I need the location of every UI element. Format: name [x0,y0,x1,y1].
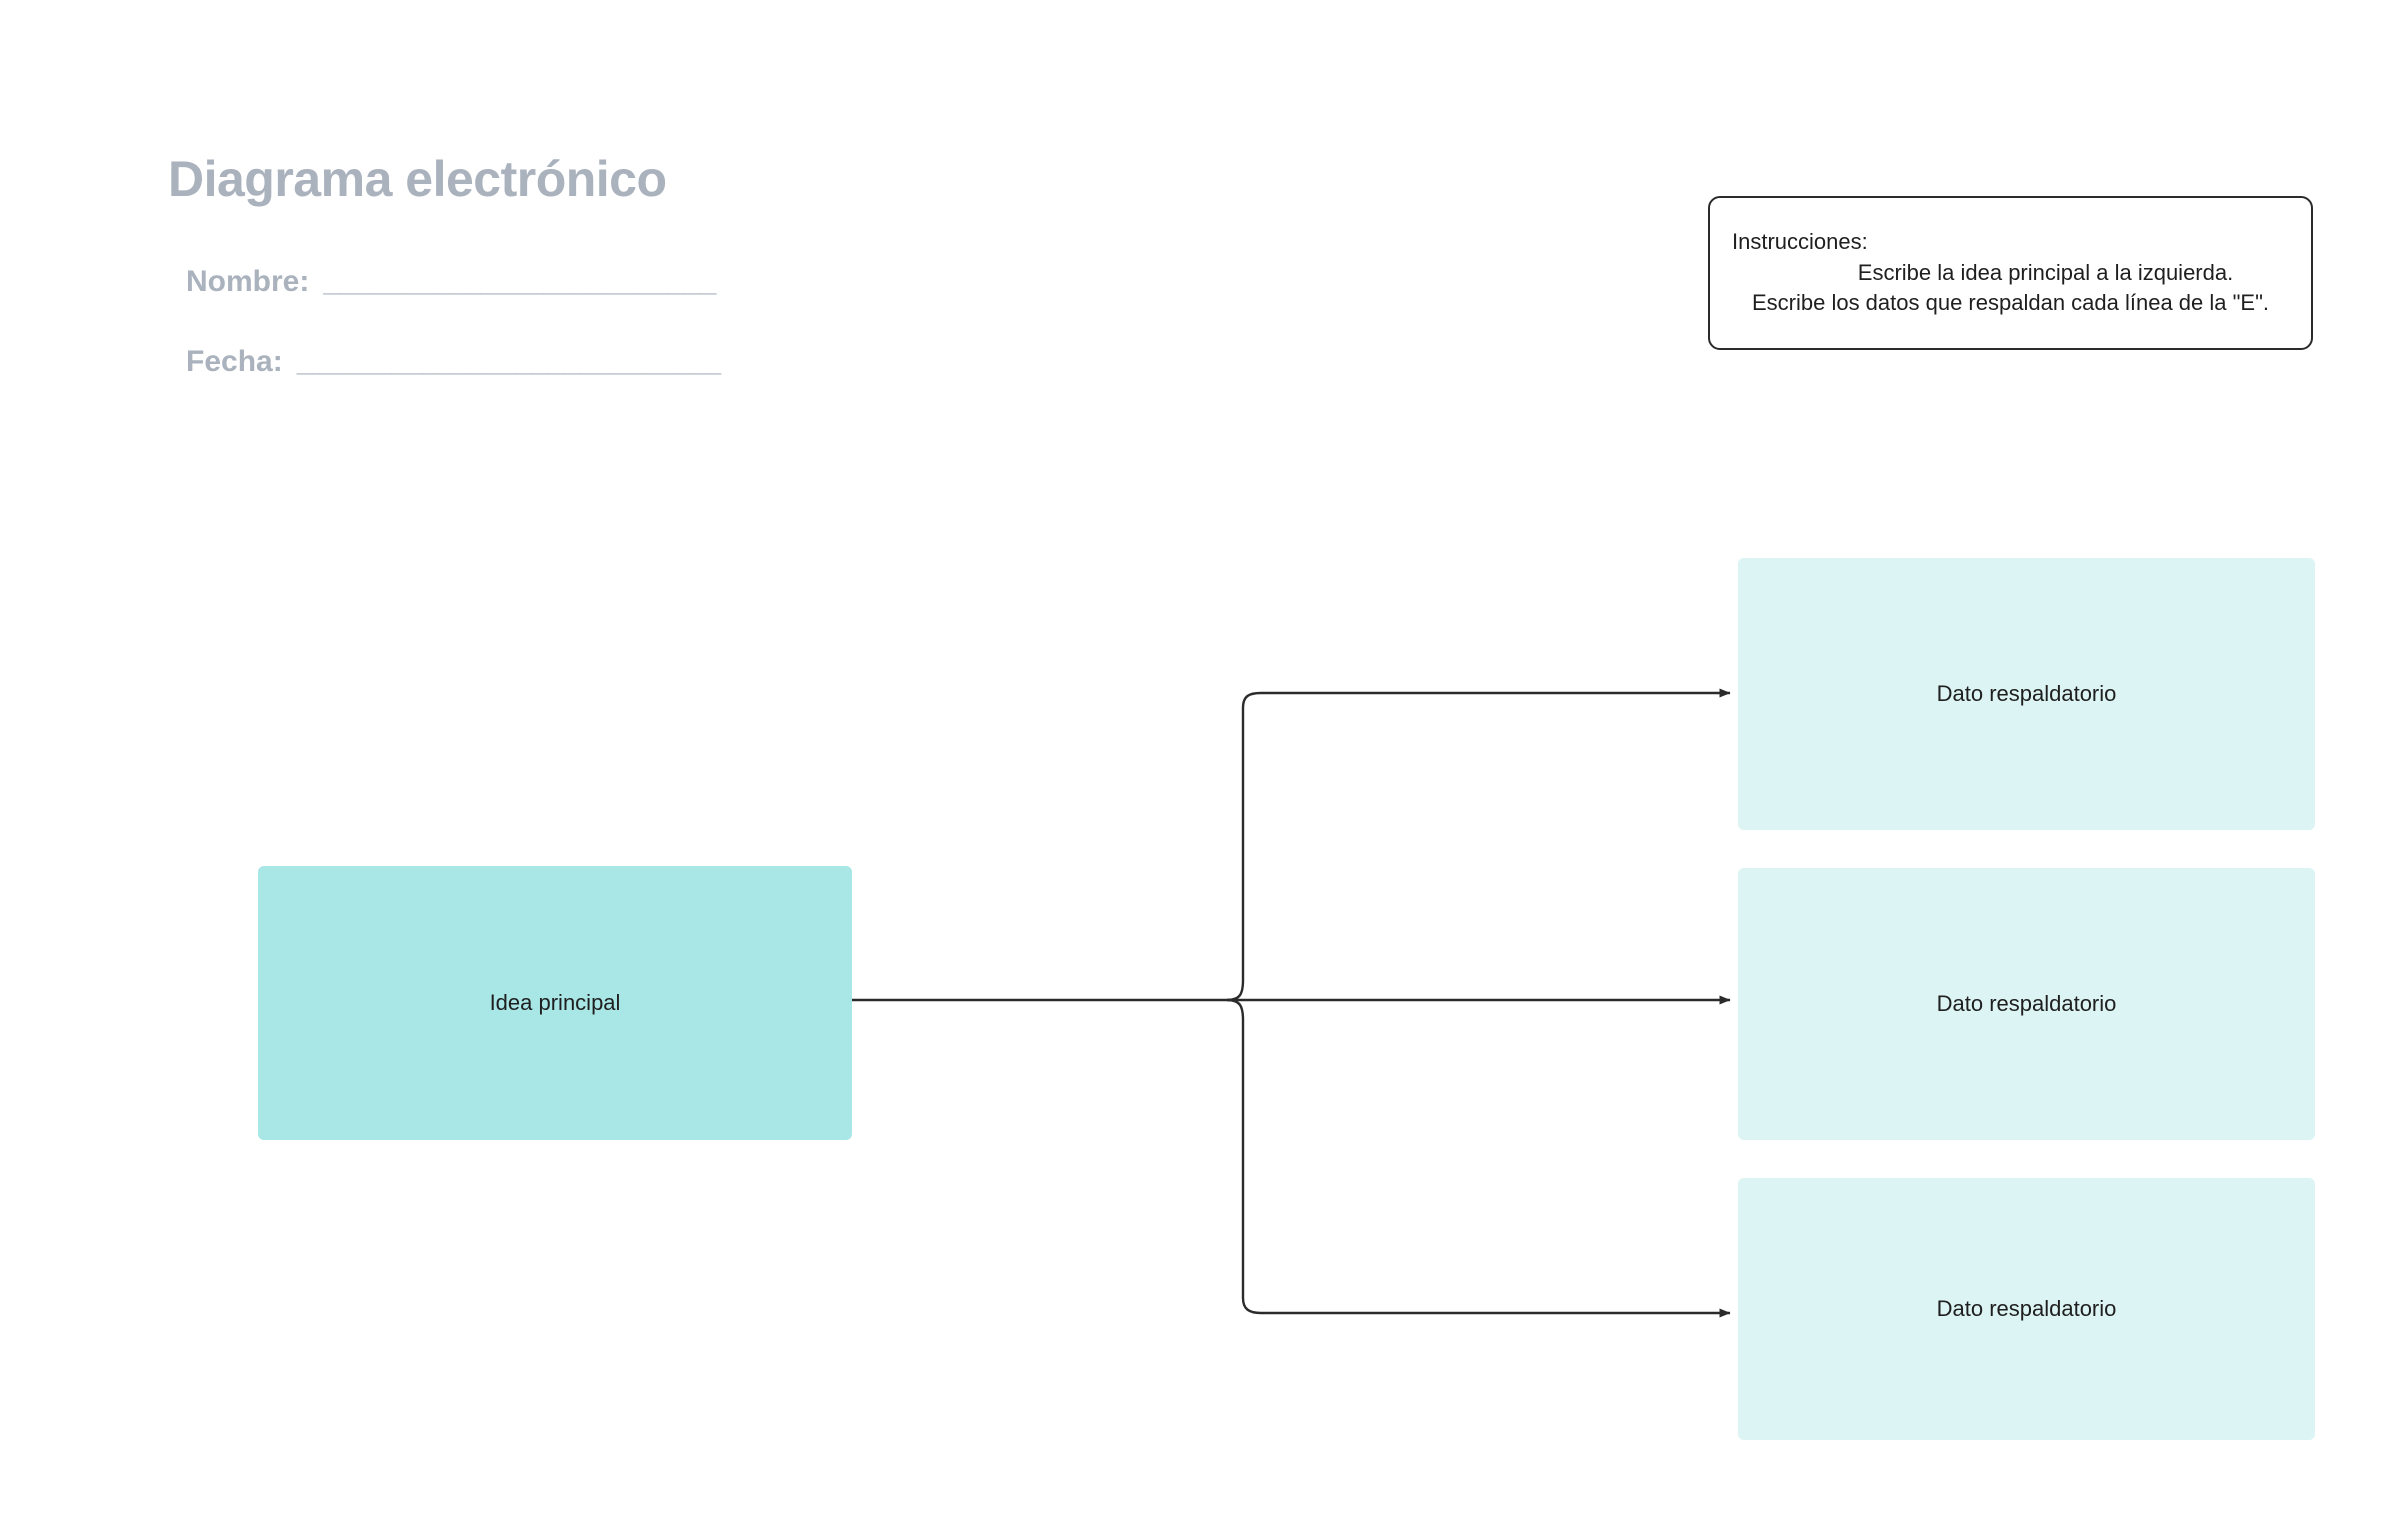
name-field-label: Nombre: [186,265,310,298]
support-box-1-label: Dato respaldatorio [1936,681,2117,706]
connector-branch-3 [1226,998,1731,1318]
instructions-box: Instrucciones: Escribe la idea principal… [1708,196,2313,350]
connector-branch-1 [1226,688,1731,1002]
support-box-1[interactable]: Dato respaldatorio [1738,558,2315,830]
instructions-line-2: Escribe los datos que respaldan cada lín… [1751,290,2270,316]
support-box-3[interactable]: Dato respaldatorio [1738,1178,2315,1440]
name-field-row: Nombre: _________________________ [186,265,716,299]
name-field-blank[interactable]: _________________________ [323,265,716,298]
date-field-blank[interactable]: ___________________________ [296,345,721,378]
support-box-2-label: Dato respaldatorio [1936,991,2117,1016]
main-idea-box[interactable]: Idea principal [258,866,852,1140]
instructions-heading: Instrucciones: [1732,229,1868,255]
support-box-2[interactable]: Dato respaldatorio [1738,868,2315,1140]
date-field-label: Fecha: [186,345,283,378]
date-field-row: Fecha: ___________________________ [186,345,721,379]
support-box-3-label: Dato respaldatorio [1936,1296,2117,1321]
instructions-line-1: Escribe la idea principal a la izquierda… [1857,259,2234,285]
page-title: Diagrama electrónico [168,151,667,207]
main-idea-label: Idea principal [489,990,621,1015]
